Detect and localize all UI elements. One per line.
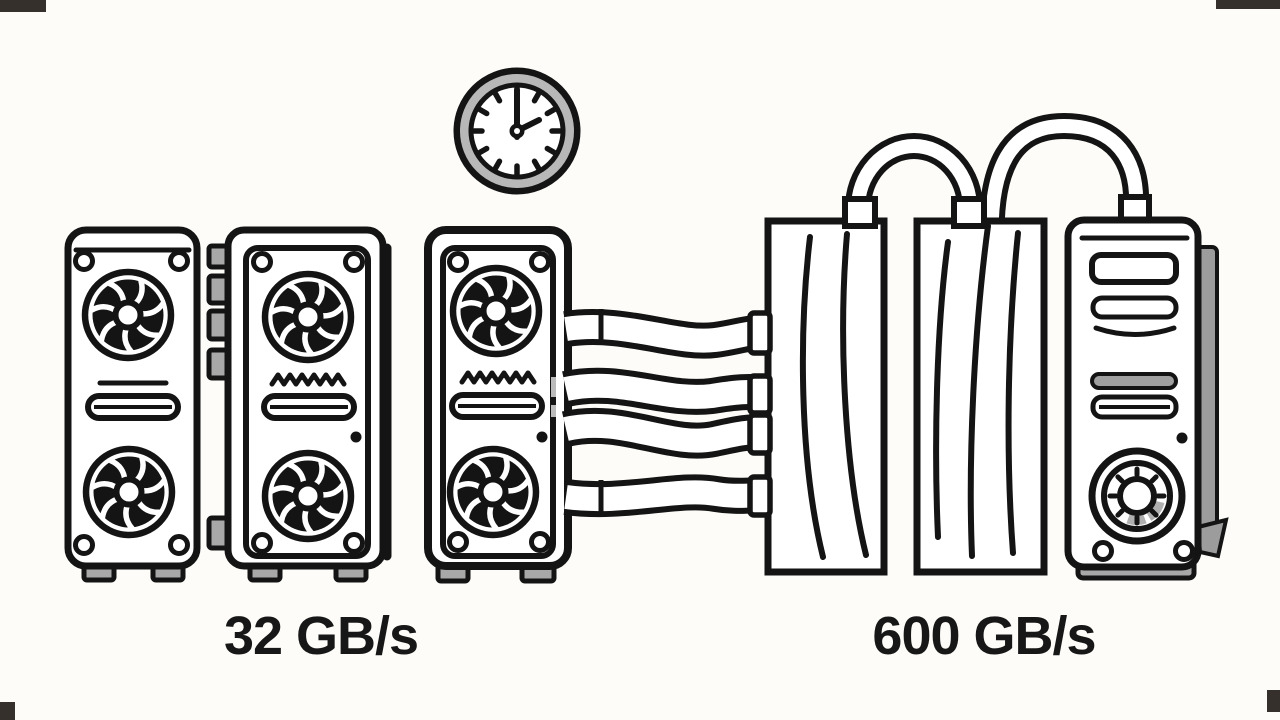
fan-icon bbox=[265, 274, 351, 360]
panel-curves bbox=[799, 231, 869, 560]
led-dot bbox=[1176, 432, 1188, 444]
clock-icon bbox=[453, 67, 581, 195]
hose-stub bbox=[842, 196, 878, 229]
bridge-hose-short bbox=[845, 133, 983, 209]
pcie-cable-3 bbox=[561, 407, 765, 459]
screw-icon bbox=[450, 254, 467, 271]
io-slot bbox=[88, 396, 178, 418]
card-inner-frame bbox=[243, 245, 371, 559]
edge-tick bbox=[551, 405, 556, 417]
gray-bar bbox=[1090, 372, 1178, 390]
panel-cable-ports bbox=[747, 310, 773, 518]
clock-ticks bbox=[471, 85, 563, 177]
screw-icon bbox=[346, 254, 363, 271]
interconnect-cables bbox=[561, 309, 768, 518]
screw-icon bbox=[450, 534, 467, 551]
knob-gray-arc bbox=[1146, 500, 1165, 521]
panel-curves bbox=[933, 223, 1021, 559]
screw-icon bbox=[76, 537, 93, 554]
screw-icon bbox=[1095, 543, 1112, 560]
screw-icon bbox=[346, 535, 363, 552]
bridge-panel-1 bbox=[747, 217, 888, 576]
fan-icon bbox=[453, 268, 539, 354]
screw-icon bbox=[1176, 543, 1193, 560]
gpu-card-1 bbox=[64, 226, 201, 583]
io-slot bbox=[264, 396, 354, 418]
screw-icon bbox=[171, 253, 188, 270]
bandwidth-label-right: 600 GB/s bbox=[872, 606, 1095, 666]
drive-bay-slot bbox=[1089, 252, 1179, 285]
hose-stub bbox=[951, 196, 987, 229]
pcie-cable-2 bbox=[562, 367, 765, 415]
bandwidth-label-left: 32 GB/s bbox=[224, 606, 418, 666]
screw-icon bbox=[254, 254, 271, 271]
knob-ticks bbox=[1107, 466, 1167, 526]
pcie-cable-1 bbox=[563, 309, 768, 359]
fan-icon bbox=[450, 449, 536, 535]
bridge-panel-2 bbox=[913, 217, 1048, 576]
tower-unit bbox=[1064, 194, 1229, 581]
power-knob bbox=[1088, 447, 1186, 545]
screw-icon bbox=[254, 535, 271, 552]
bridge-hose-long bbox=[978, 112, 1150, 251]
pcie-cable-4 bbox=[563, 474, 766, 518]
gpu-card-2 bbox=[206, 226, 392, 583]
edge-tick bbox=[551, 377, 556, 397]
gpu-card-3 bbox=[424, 226, 572, 584]
screw-icon bbox=[171, 537, 188, 554]
drive-bay-slot bbox=[1090, 295, 1179, 320]
screw-icon bbox=[76, 253, 93, 270]
card-inner-frame bbox=[440, 245, 556, 559]
led-dot bbox=[350, 431, 362, 443]
slot-arc bbox=[1093, 325, 1177, 337]
screw-icon bbox=[532, 534, 549, 551]
tower-shadow-wedge bbox=[1195, 517, 1229, 559]
io-slot bbox=[452, 395, 542, 417]
fan-icon bbox=[86, 449, 172, 535]
led-dot bbox=[536, 431, 548, 443]
fan-icon bbox=[265, 453, 351, 539]
screw-icon bbox=[532, 254, 549, 271]
fan-icon bbox=[85, 272, 171, 358]
